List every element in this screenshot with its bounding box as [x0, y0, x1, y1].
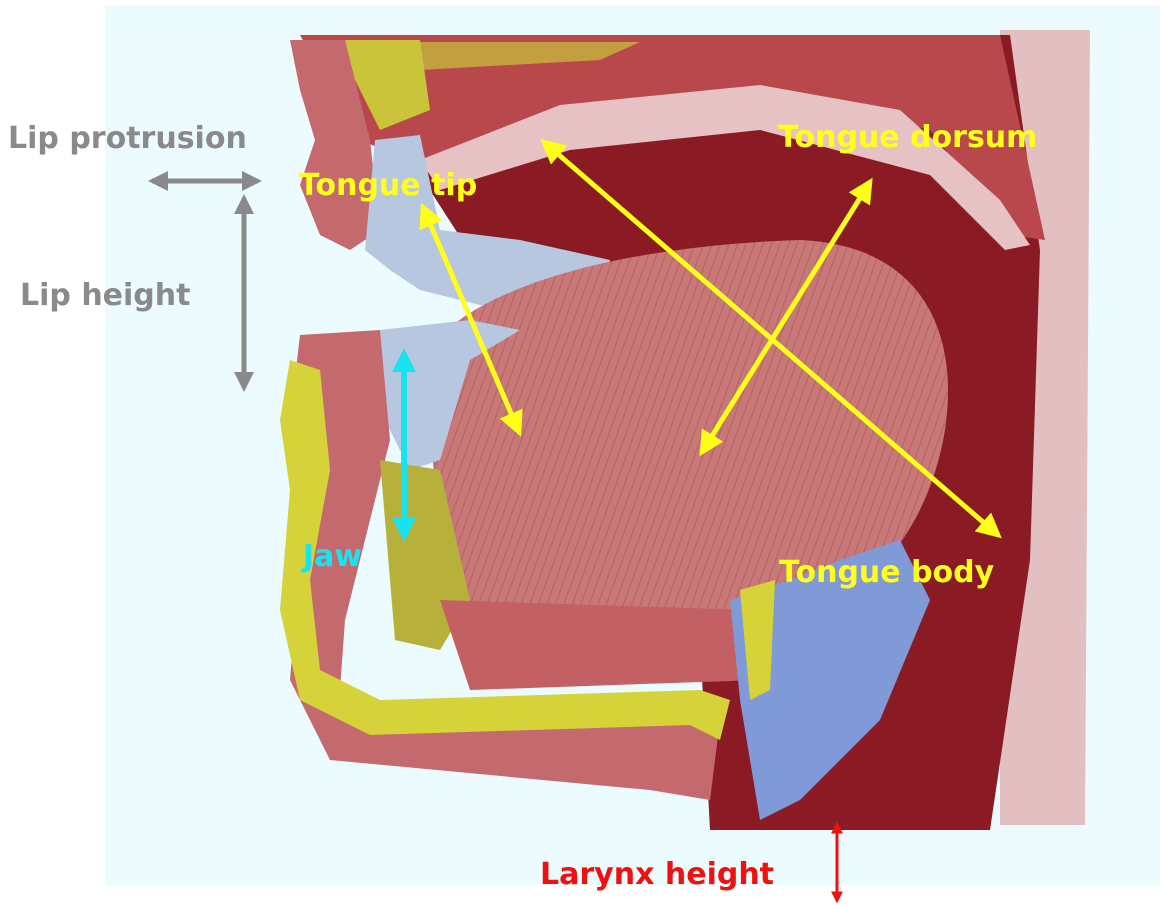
tongue-dorsum-label: Tongue dorsum: [778, 123, 1037, 153]
jaw-label: Jaw: [303, 542, 362, 572]
tongue-tip-label: Tongue tip: [299, 171, 477, 201]
tongue-body-label: Tongue body: [779, 558, 994, 588]
lip-protrusion-label: Lip protrusion: [8, 124, 247, 154]
lip-height-label: Lip height: [20, 281, 190, 311]
larynx-height-label: Larynx height: [540, 860, 774, 890]
